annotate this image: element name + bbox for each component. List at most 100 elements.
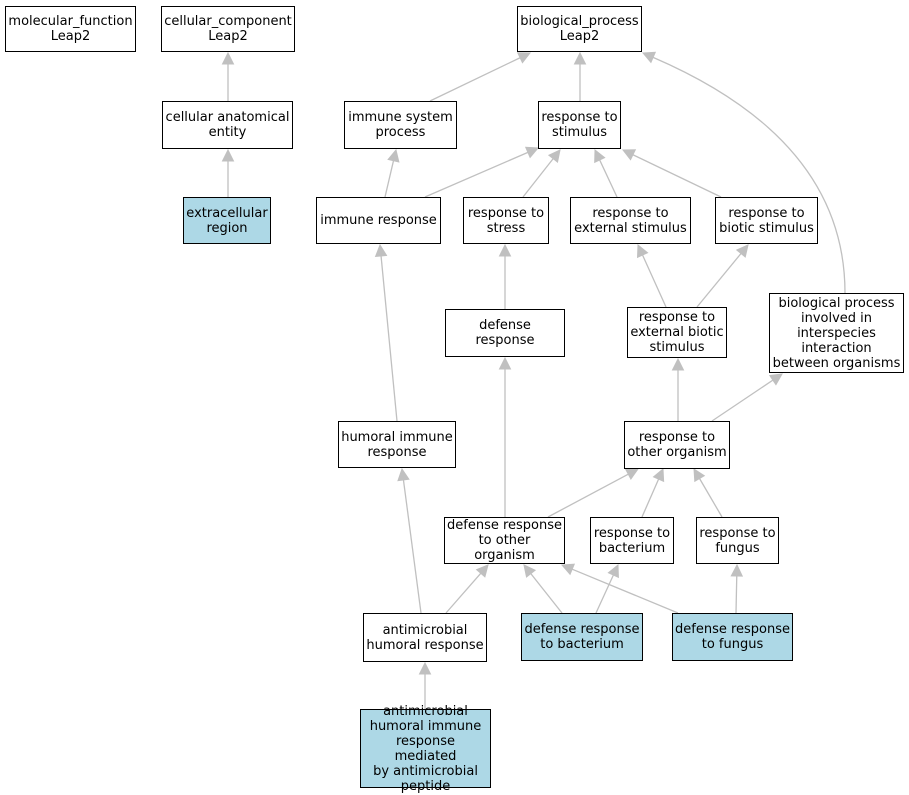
edge-arrowhead [636,243,649,259]
edge-line [384,160,395,198]
node-label: defense response to bacterium [524,622,640,652]
node-biological-process-interspecies-interaction[interactable]: biological process involved in interspec… [769,293,904,373]
edge-arrowhead [221,51,235,65]
edge-line [530,573,563,614]
edge-line [547,473,629,518]
edge-line [522,158,554,198]
node-humoral-immune-response[interactable]: humoral immune response [338,421,456,468]
edge-resp_bact-to-resp_other [641,467,665,518]
node-antimicrobial-humoral-response[interactable]: antimicrobial humoral response [363,613,487,662]
edge-arrowhead [498,356,512,370]
node-label: response to bacterium [593,525,671,556]
node-immune-system-process[interactable]: immune system process [344,101,457,149]
node-defense-response-to-other-organism[interactable]: defense response to other organism [444,517,565,564]
node-label: molecular_function Leap2 [8,14,133,44]
node-antimicrobial-peptide-immune-response[interactable]: antimicrobial humoral immune response me… [360,704,491,794]
edge-arrowhead [547,149,561,163]
edge-arrowhead [693,468,706,483]
edge-arrowhead [573,51,587,65]
node-label: cellular_component Leap2 [164,14,292,44]
edge-immune_sys-to-bp_leap2 [429,52,532,102]
node-label: response to stimulus [541,110,618,140]
node-response-to-stimulus[interactable]: response to stimulus [538,101,621,149]
node-defense-response[interactable]: defense response [445,309,565,357]
edge-resp_stress-to-resp_stim [522,149,561,198]
edge-arrowhead [624,468,639,480]
node-label: biological_process Leap2 [520,14,639,44]
edge-line [445,572,482,614]
node-cellular-component-leap2[interactable]: cellular_component Leap2 [161,6,295,52]
edge-immune_resp-to-resp_stim [424,146,540,198]
edge-arrowhead [221,148,235,162]
edge-line [429,57,521,102]
node-label: cellular anatomical entity [165,110,290,140]
node-extracellular-region[interactable]: extracellular region [183,197,271,244]
edge-amh_peptide-to-amh [418,661,432,709]
node-response-to-stress[interactable]: response to stress [463,197,549,244]
node-label: humoral immune response [341,429,453,460]
edge-arrowhead [641,51,657,64]
node-label: immune response [320,213,437,228]
node-defense-response-to-fungus[interactable]: defense response to fungus [672,613,793,661]
node-label: defense response to other organism [447,518,563,563]
node-label: extracellular region [186,205,268,236]
node-response-to-other-organism[interactable]: response to other organism [624,421,730,469]
edge-line [632,154,722,198]
edge-arrowhead [418,661,432,675]
edge-arrowhead [387,148,400,163]
edge-def_other-to-def_resp [498,356,512,517]
edge-line [711,379,774,422]
edge-def_fungus-to-def_other [560,563,679,614]
edge-line [424,151,529,198]
edge-arrowhead [524,146,540,159]
node-response-to-external-biotic-stimulus[interactable]: response to external biotic stimulus [627,307,727,358]
edge-arrowhead [523,564,537,578]
edge-resp_ext-to-resp_stim [594,148,618,198]
edge-line [652,56,846,294]
edge-def_resp-to-resp_stress [498,243,512,309]
node-label: defense response [475,318,535,348]
node-immune-response[interactable]: immune response [316,197,441,244]
node-label: antimicrobial humoral response [366,622,484,653]
node-defense-response-to-bacterium[interactable]: defense response to bacterium [521,613,643,661]
node-cellular-anatomical-entity[interactable]: cellular anatomical entity [162,101,293,149]
node-response-to-fungus[interactable]: response to fungus [696,517,779,564]
edge-line [380,255,398,422]
edge-arrowhead [374,243,388,258]
node-label: response to stress [467,205,545,236]
edge-arrowhead [560,563,576,576]
edge-line [641,478,660,518]
edge-resp_biotic-to-resp_stim [621,149,722,198]
edge-arrowhead [735,244,749,258]
edge-def_bact-to-resp_bact [595,563,619,614]
node-label: response to external stimulus [574,205,687,236]
edge-extracell-to-cell_anat [221,148,235,197]
edge-line [571,568,679,614]
edge-resp_fungus-to-resp_other [693,468,723,518]
edge-def_other-to-resp_other [547,468,639,518]
node-biological-process-leap2[interactable]: biological_process Leap2 [517,6,642,52]
edge-bp_interspecies-to-bp_leap2 [641,51,846,294]
edge-arrowhead [730,563,744,577]
node-molecular-function-leap2[interactable]: molecular_function Leap2 [5,6,136,52]
edge-arrowhead [397,467,410,482]
edge-arrowhead [594,148,606,164]
node-label: antimicrobial humoral immune response me… [369,703,482,794]
edge-arrowhead [498,243,512,257]
edge-resp_stim-to-bp_leap2 [573,51,587,101]
edge-arrowhead [671,357,685,371]
edge-line [696,253,742,308]
edge-cell_anat-to-cc_leap2 [221,51,235,101]
node-label: immune system process [348,110,453,140]
node-response-to-bacterium[interactable]: response to bacterium [590,517,674,564]
node-label: defense response to fungus [675,622,791,652]
edge-resp_other-to-resp_ext_biotic [671,357,685,421]
edge-arrowhead [652,467,665,483]
node-label: response to external biotic stimulus [630,310,724,355]
edge-immune_resp-to-immune_sys [384,148,400,198]
node-label: biological process involved in interspec… [772,295,901,371]
node-response-to-external-stimulus[interactable]: response to external stimulus [570,197,691,244]
edge-line [595,574,615,614]
node-response-to-biotic-stimulus[interactable]: response to biotic stimulus [715,197,818,244]
edge-humoral-to-immune_resp [374,243,398,422]
